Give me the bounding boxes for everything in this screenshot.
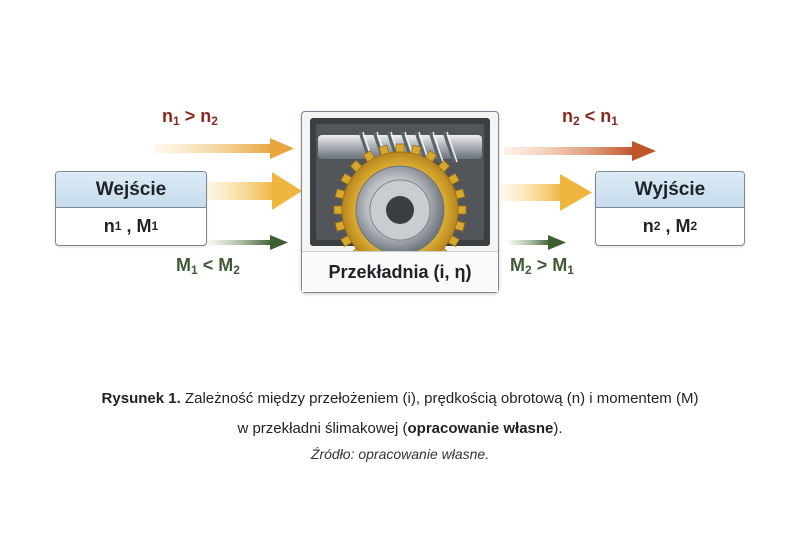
caption-label: Rysunek 1. <box>101 390 181 407</box>
relation-speed-out: n2 < n1 <box>562 106 618 128</box>
input-sep: , <box>126 215 132 236</box>
arrow-speed-out <box>504 141 656 161</box>
relation-speed-in: n1 > n2 <box>162 106 218 128</box>
rel-torque-in-a: M <box>176 255 191 275</box>
gearbox-label: Przekładnia (i, η) <box>302 251 498 292</box>
rel-torque-out-a: M <box>510 255 525 275</box>
caption-text-2-post: ). <box>553 420 563 437</box>
rel-speed-out-op: < <box>584 106 596 126</box>
rel-torque-out-op: > <box>536 255 548 275</box>
input-m: M <box>136 215 152 236</box>
rel-speed-out-a: n <box>562 106 573 126</box>
output-n-sub: 2 <box>653 219 661 233</box>
output-title: Wyjście <box>596 172 744 208</box>
rel-torque-in-b: M <box>218 255 234 275</box>
output-m-sub: 2 <box>690 219 698 233</box>
rel-torque-in-a-sub: 1 <box>191 263 198 277</box>
caption-text-1: Zależność między przełożeniem (i), prędk… <box>180 390 699 407</box>
rel-torque-in-op: < <box>202 255 214 275</box>
caption-text-2-pre: w przekładni ślimakowej ( <box>237 420 408 437</box>
rel-speed-in-b-sub: 2 <box>211 114 218 128</box>
output-sep: , <box>665 215 671 236</box>
input-title: Wejście <box>56 172 206 208</box>
relation-torque-in: M1 < M2 <box>176 255 240 277</box>
rel-torque-out-b-sub: 1 <box>567 263 574 277</box>
rel-speed-in-op: > <box>184 106 196 126</box>
gearbox: Przekładnia (i, η) <box>301 111 499 293</box>
input-m-sub: 1 <box>151 219 159 233</box>
arrow-speed-in <box>154 138 294 159</box>
rel-speed-in-a: n <box>162 106 173 126</box>
input-n-sub: 1 <box>114 219 122 233</box>
caption-line-2: w przekładni ślimakowej (opracowanie wła… <box>0 414 800 444</box>
rel-torque-out-a-sub: 2 <box>525 263 532 277</box>
figure-caption: Rysunek 1. Zależność między przełożeniem… <box>0 384 800 444</box>
rel-speed-in-a-sub: 1 <box>173 114 180 128</box>
rel-torque-out-b: M <box>552 255 568 275</box>
relation-torque-out: M2 > M1 <box>510 255 574 277</box>
arrow-power-in <box>200 172 302 210</box>
rel-speed-out-b: n <box>600 106 612 126</box>
caption-line-1: Rysunek 1. Zależność między przełożeniem… <box>0 384 800 414</box>
worm-gear-icon <box>310 118 490 252</box>
input-n: n <box>103 215 115 236</box>
arrow-power-out <box>500 174 592 211</box>
rel-speed-out-b-sub: 1 <box>611 114 618 128</box>
rel-speed-in-b: n <box>200 106 212 126</box>
arrow-torque-out <box>508 235 566 250</box>
caption-text-2-bold: opracowanie własne <box>407 420 554 437</box>
rel-speed-out-a-sub: 2 <box>573 114 580 128</box>
output-m: M <box>675 215 691 236</box>
output-n: n <box>642 215 654 236</box>
rel-torque-in-b-sub: 2 <box>233 263 240 277</box>
arrow-torque-in <box>208 235 288 250</box>
figure-source: Źródło: opracowanie własne. <box>310 446 490 462</box>
